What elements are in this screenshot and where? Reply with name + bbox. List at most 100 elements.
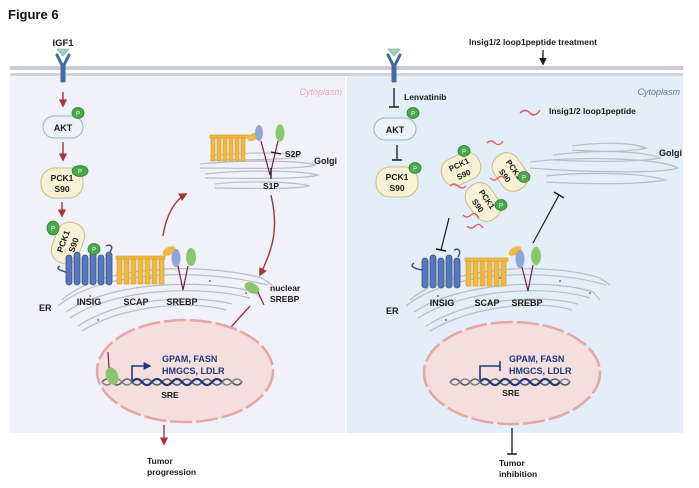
igf1-ligand-icon xyxy=(56,48,70,57)
svg-text:P: P xyxy=(413,167,417,173)
nuclear-srebp-tail xyxy=(257,291,265,306)
insig-tail-right xyxy=(453,248,461,258)
svg-text:P: P xyxy=(499,204,503,210)
nuclear-srebp-icon xyxy=(244,282,260,294)
svg-text:PCK1: PCK1 xyxy=(386,172,409,182)
srebp-label-right: SREBP xyxy=(511,298,542,308)
inhibition-complex-insig xyxy=(440,217,450,251)
svg-text:P: P xyxy=(92,248,96,254)
igf1-receptor-icon xyxy=(55,53,71,83)
phospho-icon: P xyxy=(457,145,471,157)
golgi-right xyxy=(529,142,680,185)
phospho-icon: P xyxy=(408,162,422,174)
er-label-left: ER xyxy=(39,303,52,313)
inhibition-bar xyxy=(435,248,447,252)
treatment-label: Insig1/2 loop1peptide treatment xyxy=(469,37,597,47)
s2p-cleavage-mark xyxy=(270,151,282,155)
insig-tail-left xyxy=(411,262,423,271)
insig-tail-right xyxy=(105,244,113,253)
insig-label-right: INSIG xyxy=(430,298,455,308)
insig-tail-left xyxy=(57,265,67,273)
transcription-blocked-icon xyxy=(479,365,500,380)
transcription-arrow-icon xyxy=(131,362,152,380)
activation-arrow-er-golgi xyxy=(162,193,188,237)
svg-text:P: P xyxy=(411,112,415,118)
pck1-peptide-complex-2: PCK1 S90 xyxy=(491,152,529,192)
igf1-receptor-icon-right xyxy=(386,53,402,83)
nuclear-srebp-label-line1: nuclear xyxy=(270,283,301,293)
s2p-label: S2P xyxy=(285,149,301,159)
lenvatinib-label: Lenvatinib xyxy=(404,92,447,102)
pck1-peptide-complex-1: PCK1 S90 xyxy=(440,151,482,187)
akt-label-right: AKT xyxy=(386,125,405,135)
insig-label-left: INSIG xyxy=(77,297,102,307)
svg-text:S90: S90 xyxy=(66,236,81,254)
phospho-icon: P xyxy=(494,199,508,211)
dna-helix-left xyxy=(101,377,243,387)
scap-protein-right xyxy=(464,257,509,287)
peptide-legend-icon xyxy=(519,109,541,116)
pck1-node-left: PCK1 S90 xyxy=(40,167,84,199)
svg-text:P: P xyxy=(51,227,55,233)
sre-label-left: SRE xyxy=(161,390,179,400)
srebp-linker-right xyxy=(521,264,534,292)
sre-label-right: SRE xyxy=(502,388,520,398)
scap-protein-left xyxy=(115,255,166,285)
figure-title: Figure 6 xyxy=(8,7,59,22)
golgi-label-right: Golgi xyxy=(659,148,682,158)
scap-label-right: SCAP xyxy=(474,298,499,308)
scap-label-left: SCAP xyxy=(123,297,148,307)
inhibition-srebp-golgi xyxy=(532,194,560,244)
phospho-icon: P xyxy=(517,171,531,183)
svg-text:P: P xyxy=(76,112,80,118)
activation-arrow-golgi-nuclear-srebp xyxy=(259,194,276,277)
ribosome-dots xyxy=(437,277,591,321)
golgi-label-left: Golgi xyxy=(314,156,337,166)
nucleus-right xyxy=(422,320,602,426)
phospho-icon: P xyxy=(46,220,60,236)
phospho-icon: P xyxy=(87,243,101,255)
outcome-right-line1: Tumor xyxy=(499,458,526,468)
srebp-c-term-right xyxy=(531,247,541,265)
dna-helix-right xyxy=(449,377,571,387)
insig-protein-right xyxy=(421,254,461,289)
phospho-icon: P xyxy=(71,165,89,177)
outcome-left-line2: progression xyxy=(147,467,196,477)
srebp-n-term-right xyxy=(515,250,525,268)
srebp-n-term-left xyxy=(171,249,181,267)
pck1-label-left: PCK1 xyxy=(51,173,74,183)
srebp-label-left: SREBP xyxy=(166,297,197,307)
cytoplasm-label-left: Cytoplasm xyxy=(299,87,342,97)
svg-text:P: P xyxy=(522,176,526,182)
svg-text:P: P xyxy=(78,170,82,176)
er-label-right: ER xyxy=(386,306,399,316)
outcome-left-line1: Tumor xyxy=(147,456,174,466)
peptide-legend-label: Insig1/2 loop1peptide xyxy=(549,106,636,116)
target-genes-right-line1: GPAM, FASN xyxy=(509,354,564,364)
akt-node-left: AKT xyxy=(42,115,84,139)
akt-label-left: AKT xyxy=(54,123,73,133)
srebp-n-term-golgi xyxy=(255,125,263,141)
s1p-label: S1P xyxy=(263,181,279,191)
pck1-node-right: PCK1 S90 xyxy=(375,166,419,198)
srebp-linker-left xyxy=(177,265,189,291)
pck1-peptide-complex-3: PCK1 S90 xyxy=(464,182,502,222)
nucleus-left xyxy=(95,318,275,424)
inhibition-bar xyxy=(553,191,565,199)
insig-protein-left xyxy=(65,251,113,286)
igf1-label: IGF1 xyxy=(52,38,74,49)
svg-text:P: P xyxy=(462,150,466,156)
target-genes-left-line1: GPAM, FASN xyxy=(162,354,217,364)
cell-membrane xyxy=(10,66,683,76)
nuclear-srebp-label-line2: SREBP xyxy=(270,294,300,304)
target-genes-left-line2: HMGCS, LDLR xyxy=(162,366,225,376)
phospho-icon: P xyxy=(71,107,85,119)
srebp-c-term-left xyxy=(186,248,196,266)
svg-text:S90: S90 xyxy=(389,183,404,193)
phospho-icon: P xyxy=(406,107,420,119)
srebp-c-term-golgi xyxy=(275,124,285,142)
srebp-bound-dna-icon xyxy=(105,367,119,385)
cytoplasm-label-right: Cytoplasm xyxy=(637,87,680,97)
target-genes-right-line2: HMGCS, LDLR xyxy=(509,366,572,376)
pck1-site-label-left: S90 xyxy=(54,184,69,194)
